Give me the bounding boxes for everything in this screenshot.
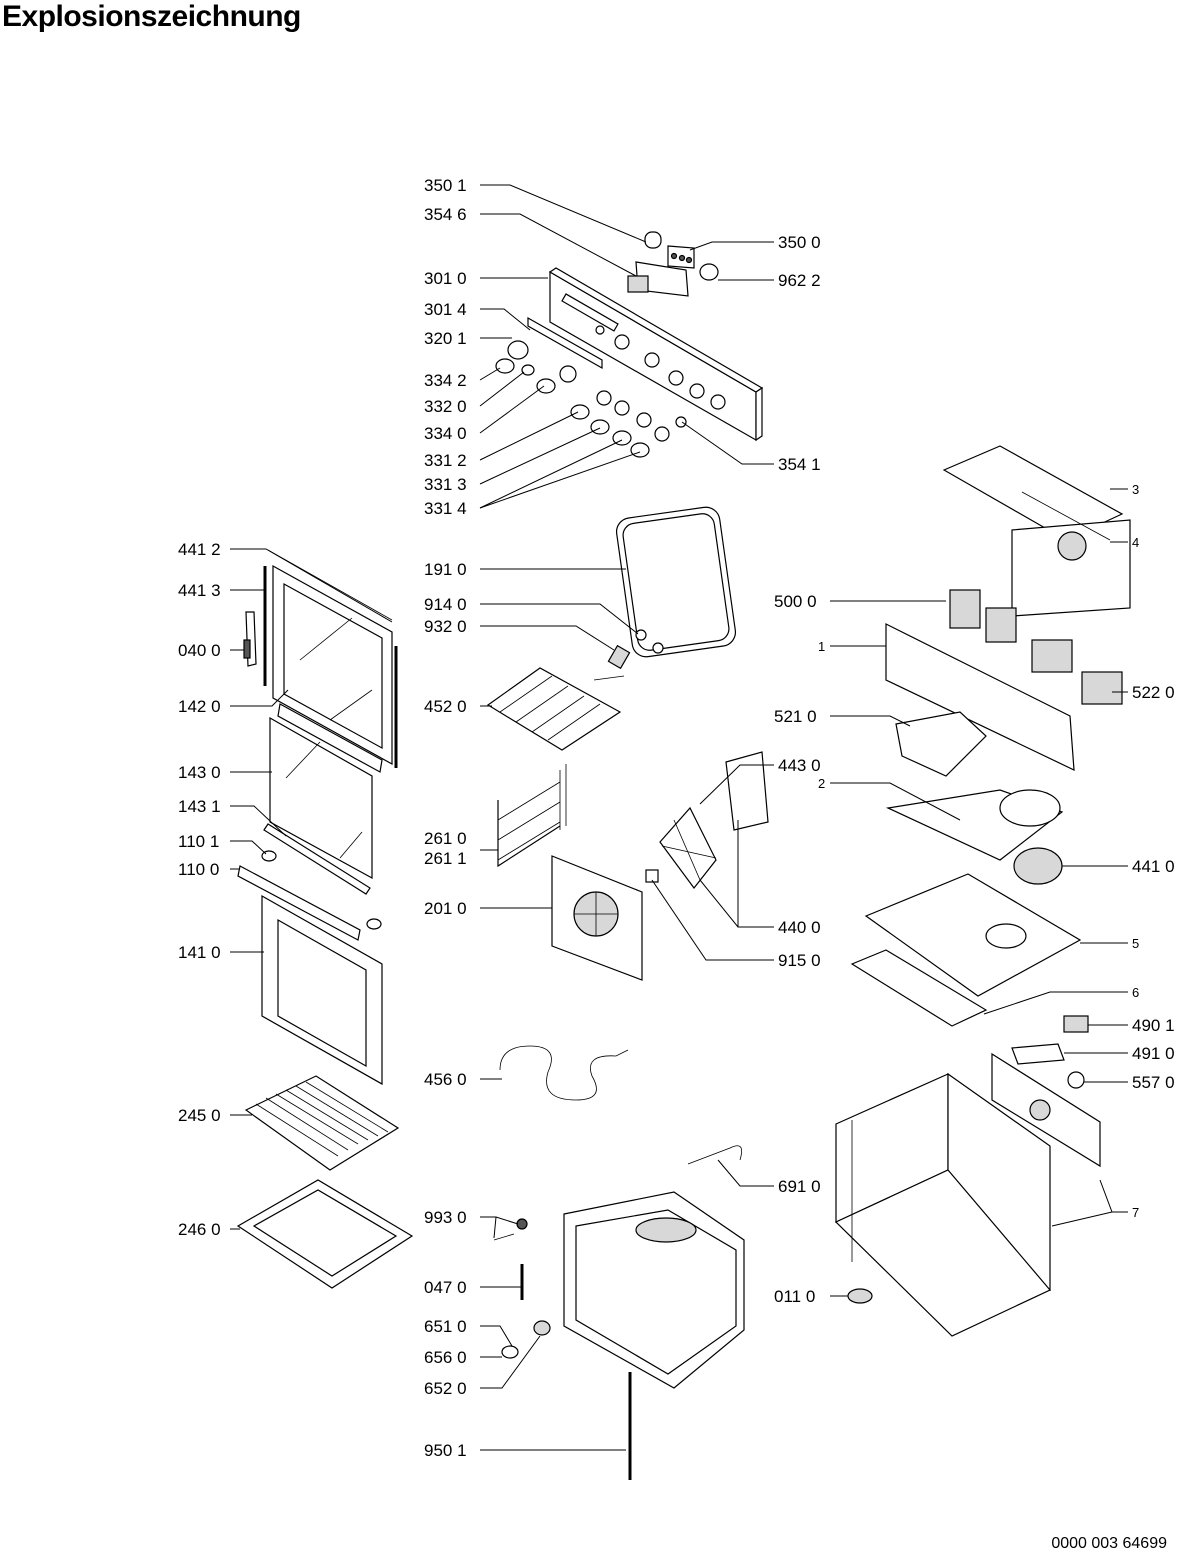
bottom-trim-plate — [850, 949, 988, 1027]
callout-label: 452 0 — [424, 697, 467, 716]
grill-heating-element — [486, 667, 625, 751]
temperature-sensor — [687, 1145, 743, 1165]
callout-label: 4 — [1132, 535, 1139, 550]
callout-label: 191 0 — [424, 560, 467, 579]
callout-label: 522 0 — [1132, 683, 1175, 702]
callout-label: 354 6 — [424, 205, 467, 224]
callout-label: 141 0 — [178, 943, 221, 962]
callout-label: 962 2 — [778, 271, 821, 290]
top-cover-assembly — [942, 445, 1131, 617]
document-number: 0000 003 64699 — [1051, 1535, 1167, 1552]
display-module — [627, 231, 719, 297]
rear-panel — [991, 1052, 1101, 1168]
callout-label: 011 0 — [774, 1287, 815, 1306]
callout-label: 932 0 — [424, 617, 467, 636]
nut-part — [635, 629, 647, 641]
callout-label: 491 0 — [1132, 1044, 1175, 1063]
callout-label: 261 1 — [424, 849, 467, 868]
callout-label: 441 3 — [178, 581, 221, 600]
door-inner-frame — [243, 549, 398, 768]
callout-label: 301 4 — [424, 300, 467, 319]
leader-lines — [230, 184, 1128, 1451]
control-knobs — [495, 340, 687, 458]
door-vent-strip — [277, 703, 383, 773]
callout-label: 557 0 — [1132, 1073, 1175, 1092]
connector-strip — [1011, 1043, 1065, 1065]
callout-label: 142 0 — [178, 697, 221, 716]
callout-labels: 350 1 354 6 350 0 962 2 301 0 301 4 320 … — [178, 176, 1175, 1460]
callout-label: 334 0 — [424, 424, 467, 443]
side-rack-rails — [497, 764, 567, 868]
callout-label: 110 1 — [178, 832, 219, 851]
callout-label: 331 3 — [424, 475, 467, 494]
terminal-block — [1063, 1015, 1089, 1033]
callout-label: 2 — [818, 776, 825, 791]
callout-label: 301 0 — [424, 269, 467, 288]
callout-label: 1 — [818, 639, 825, 654]
callout-label: 201 0 — [424, 899, 467, 918]
page-title: Explosionszeichnung — [2, 0, 301, 33]
callout-label: 950 1 — [424, 1441, 467, 1460]
control-electronics — [885, 589, 1123, 777]
callout-label: 490 1 — [1132, 1016, 1175, 1035]
callout-label: 143 0 — [178, 763, 221, 782]
callout-label: 6 — [1132, 985, 1139, 1000]
callout-label: 691 0 — [778, 1177, 821, 1196]
foot-part — [847, 1288, 873, 1304]
fascia-trim-strip — [527, 316, 603, 370]
thermostat-part — [1067, 1071, 1085, 1089]
callout-label: 651 0 — [424, 1317, 467, 1336]
callout-label: 521 0 — [774, 707, 817, 726]
callout-label: 652 0 — [424, 1379, 467, 1398]
callout-label: 3 — [1132, 482, 1139, 497]
callout-label: 354 1 — [778, 455, 821, 474]
callout-label: 110 0 — [178, 860, 219, 879]
callout-label: 047 0 — [424, 1278, 467, 1297]
callout-label: 331 4 — [424, 499, 467, 518]
callout-label: 261 0 — [424, 829, 467, 848]
screw-part — [493, 1233, 515, 1241]
baking-tray — [236, 1179, 414, 1289]
fan-housing-plate — [885, 789, 1064, 885]
callout-label: 7 — [1132, 1205, 1139, 1220]
outer-door-frame — [261, 894, 383, 1086]
callout-label: 443 0 — [778, 756, 821, 775]
callout-label: 334 2 — [424, 371, 467, 390]
callout-label: 5 — [1132, 936, 1139, 951]
callout-label: 441 0 — [1132, 857, 1175, 876]
fan-cover — [551, 855, 643, 981]
control-panel-fascia — [548, 267, 764, 442]
callout-label: 332 0 — [424, 397, 467, 416]
callout-label: 993 0 — [424, 1208, 467, 1227]
cabinet-housing — [834, 1072, 1051, 1337]
wire-shelf — [244, 1075, 400, 1171]
callout-label: 246 0 — [178, 1220, 221, 1239]
callout-label: 040 0 — [178, 641, 221, 660]
callout-label: 456 0 — [424, 1070, 467, 1089]
callout-label: 441 2 — [178, 540, 221, 559]
callout-label: 500 0 — [774, 592, 817, 611]
callout-label: 350 1 — [424, 176, 467, 195]
door-hinge-bar — [237, 865, 361, 941]
lamp-part — [533, 1320, 551, 1336]
callout-label: 440 0 — [778, 918, 821, 937]
lower-heating-element — [499, 1045, 629, 1101]
callout-label: 350 0 — [778, 233, 821, 252]
callout-label: 143 1 — [178, 797, 221, 816]
callout-label: 656 0 — [424, 1348, 467, 1367]
callout-label: 915 0 — [778, 951, 821, 970]
bottom-plate — [864, 873, 1082, 997]
callout-label: 914 0 — [424, 595, 467, 614]
oven-cavity — [563, 1191, 745, 1389]
fan-motor-assembly — [645, 751, 769, 889]
callout-label: 320 1 — [424, 329, 467, 348]
callout-label: 245 0 — [178, 1106, 221, 1125]
glass-support-strip — [263, 823, 371, 895]
door-glass-pane — [269, 716, 373, 880]
callout-label: 331 2 — [424, 451, 467, 470]
